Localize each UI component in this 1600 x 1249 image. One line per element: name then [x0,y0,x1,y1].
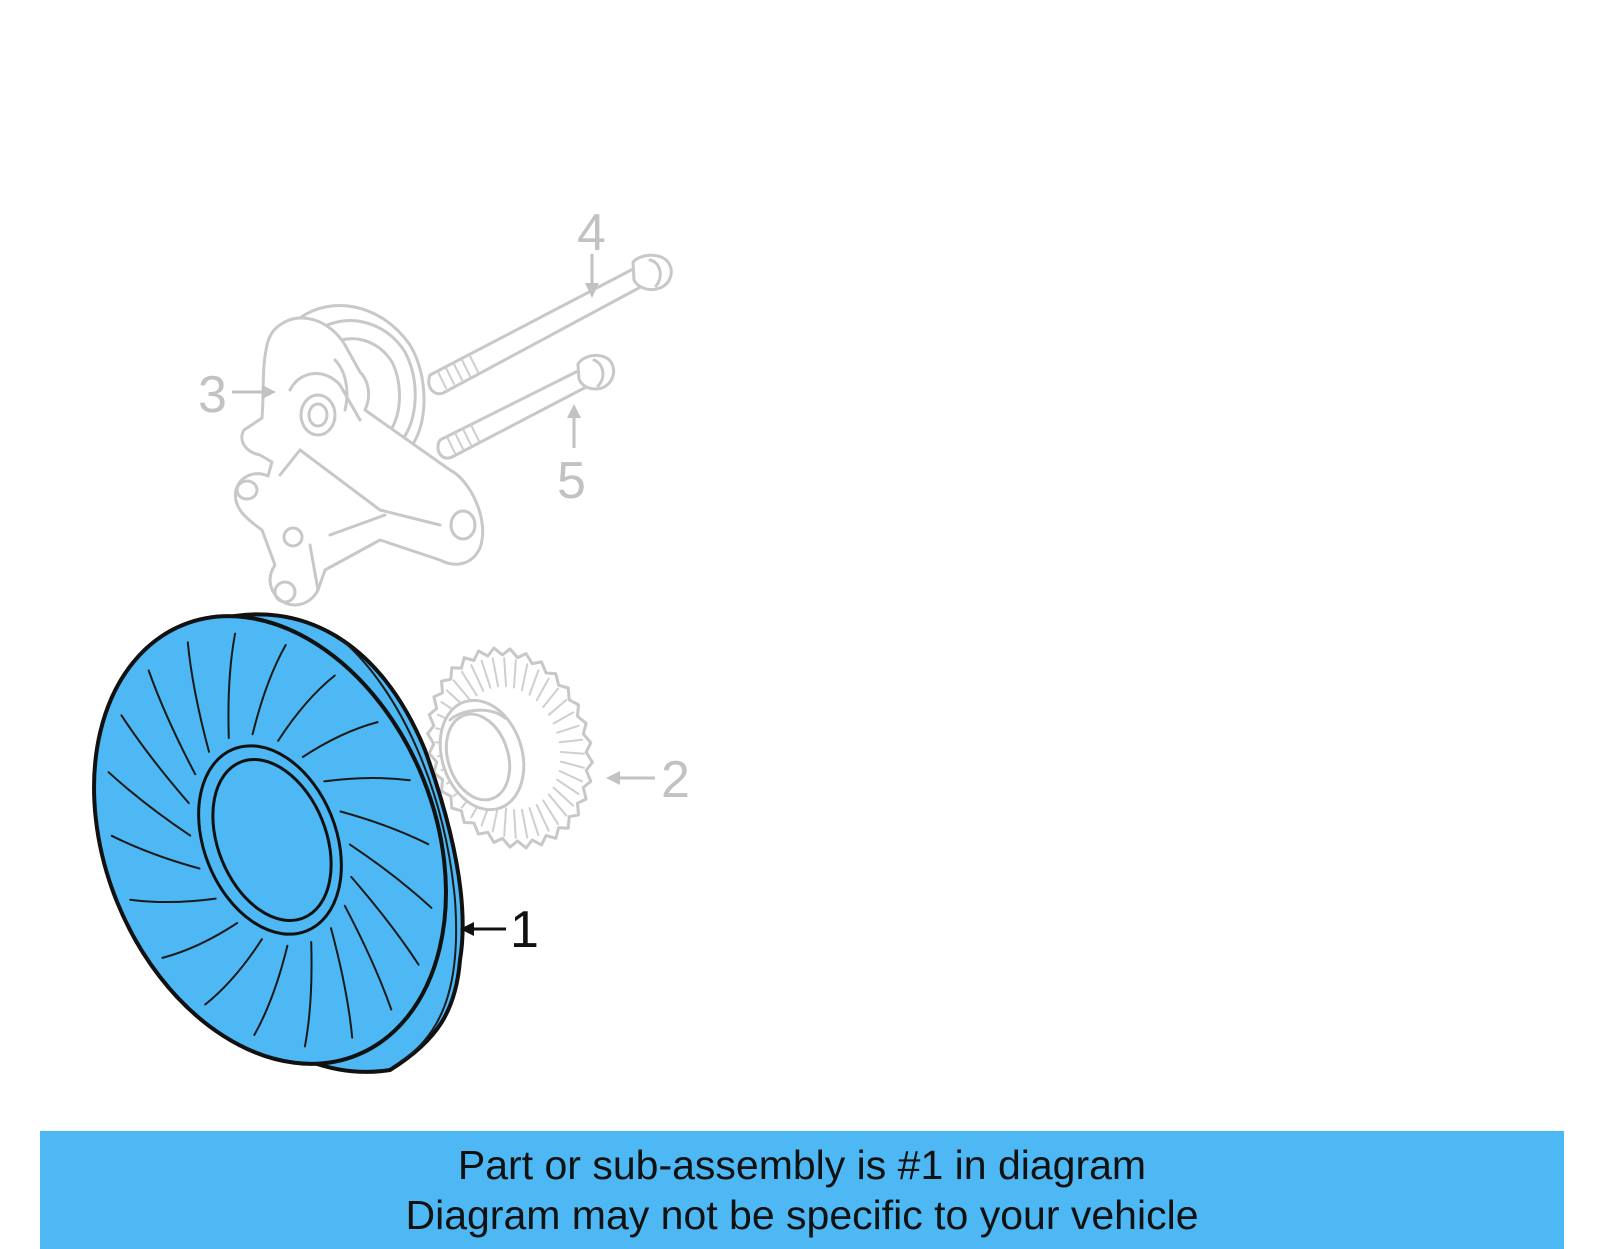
clutch-fin [558,738,584,744]
notice-line-1: Part or sub-assembly is #1 in diagram [457,1142,1147,1188]
notice-line-2: Diagram may not be specific to your vehi… [405,1192,1199,1238]
fan-blade-rib [330,927,354,1039]
fan-blade-rib [161,922,239,959]
callout-1-leader [460,922,506,936]
fan-blade-rib [303,941,313,1048]
clutch-fin [547,698,568,716]
fan-blade-rib [350,875,420,966]
fan-blade-rib [110,834,201,870]
fan-clutch-part[interactable] [426,646,594,850]
callout-2-label[interactable]: 2 [661,751,690,809]
clutch-fin [480,659,492,689]
callout-4-leader [585,254,599,298]
fan-blade-rib [343,904,393,1011]
fan-blade-part[interactable] [30,563,510,1117]
callout-3-leader [232,385,276,399]
callout-5-label[interactable]: 5 [557,452,586,510]
clutch-fin [470,664,485,692]
notice-banner: Part or sub-assembly is #1 in diagram Di… [40,1131,1564,1249]
clutch-fin [513,808,517,839]
clutch-fin [535,804,550,832]
clutch-fin [542,687,560,708]
clutch-fin [452,679,473,703]
fan-blade-rib [120,714,190,805]
clutch-fin [528,669,540,696]
fan-blade-rib [129,897,217,904]
clutch-fin [503,807,507,837]
fan-blade-rib [204,938,263,1006]
clutch-fin [460,670,478,697]
callout-2-leader [606,771,655,785]
clutch-fin [552,786,575,807]
clutch-fin [556,778,580,795]
fan-blade-rib [253,944,289,1036]
long-bolt-part[interactable] [427,253,673,396]
clutch-fin [520,663,529,692]
clutch-fin [520,808,529,839]
fan-blade-rib [277,674,336,742]
clutch-fin [547,793,568,817]
callout-1-label[interactable]: 1 [510,901,539,959]
short-bolt-part[interactable] [436,354,616,460]
fan-blade-rib [301,721,379,758]
fan-blade-rib [107,771,192,837]
clutch-fin [559,760,585,769]
clutch-fin [491,657,500,688]
clutch-fin [556,724,580,734]
fan-blade-rib [348,843,433,909]
callout-3-label[interactable]: 3 [198,366,227,424]
clutch-fin [503,657,507,688]
fan-blade-rib [323,776,411,783]
clutch-fin [558,770,584,783]
fan-blade-rib [339,810,430,846]
mounting-bracket-part[interactable] [233,304,485,607]
fan-blade-rib [227,632,237,739]
callout-5-leader [567,404,581,448]
clutch-fin [513,659,517,689]
clutch-fin [559,751,585,755]
clutch-fin [535,677,550,702]
clutch-fin [528,807,540,837]
clutch-fin [552,711,575,725]
fan-blade-rib [186,641,210,753]
fan-blade-rib [251,644,287,736]
callout-4-label[interactable]: 4 [577,204,606,262]
clutch-fin [542,799,560,826]
fan-blade-rib [147,669,197,776]
